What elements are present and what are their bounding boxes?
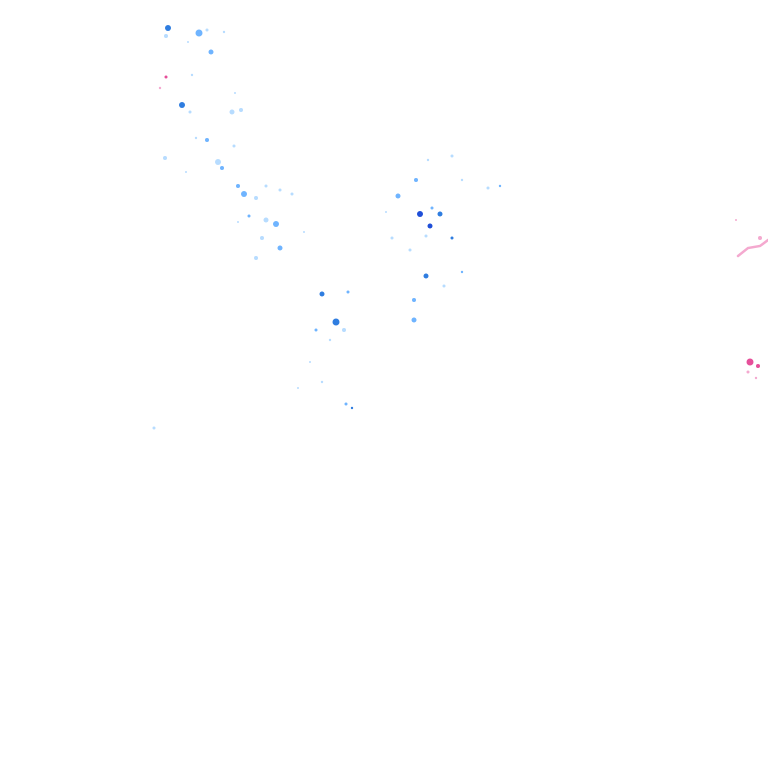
precip-cell [165,25,171,31]
precip-cell [486,186,490,190]
precip-cell [303,231,305,233]
precip-cell [277,245,283,251]
precip-cell [185,171,187,173]
precip-cell [437,211,443,217]
precip-cell [164,75,168,79]
precip-cell [290,192,294,196]
precip-cell [215,159,221,165]
precip-cell [320,380,324,384]
precip-cell [273,221,279,227]
precip-cell [344,402,348,406]
precip-cell [342,328,346,332]
precip-cell [232,144,236,148]
precip-cell [423,273,429,279]
mixed-precip-east-edge [735,219,768,380]
precip-cell [746,358,754,366]
precip-cell [390,236,394,240]
precip-cell [158,86,162,90]
precip-cell [414,178,418,182]
precip-cell [194,136,198,140]
precip-cell [195,29,203,37]
precip-cell [332,318,340,326]
precip-cell [411,317,417,323]
precip-cell [328,338,332,342]
precip-cell [229,109,235,115]
precip-cell [263,217,269,223]
precip-cell [208,49,214,55]
precip-cell [163,156,167,160]
precip-cell [254,196,258,200]
precip-cell [205,138,209,142]
precip-cell [264,184,268,188]
precip-cell [346,290,350,294]
precip-cell [278,188,282,192]
precip-cell [427,223,433,229]
precip-cell [319,291,325,297]
precip-cell [450,154,454,158]
precip-cell [205,28,209,32]
precip-cell [424,234,428,238]
precip-cell [220,166,224,170]
precip-cell [297,387,299,389]
rain-cluster-central [152,290,354,430]
precip-cell [247,214,251,218]
precip-cell [426,158,430,162]
precip-cell [236,184,240,188]
precip-cell [241,191,247,197]
precip-cell [735,219,737,221]
precip-cell [754,376,758,380]
precip-cell [395,193,401,199]
precip-cell [222,30,226,34]
precip-cell [237,221,239,223]
precip-cell [152,426,156,430]
precip-cell [756,364,760,368]
precip-cell [314,328,318,332]
precip-cell [260,236,264,240]
precip-cell [450,236,454,240]
precip-cell [309,361,311,363]
precip-cell [758,236,762,240]
precip-cell [385,211,387,213]
precip-cell [442,284,446,288]
precip-cell [746,370,750,374]
precip-cell [234,92,236,94]
precip-cell [187,41,189,43]
precip-cell [188,110,192,114]
precip-cell [190,73,194,77]
precip-cell [498,184,502,188]
rain-cluster-east [385,154,502,323]
precip-cell [417,211,423,217]
precip-cell [164,34,168,38]
precip-cell [412,298,416,302]
precip-cell [179,102,185,108]
precip-cell [254,256,258,260]
precip-cell [430,206,434,210]
precip-streak [736,238,768,258]
precip-cell [460,270,464,274]
precip-cell [408,248,412,252]
rain-band-northwest [158,25,305,260]
precip-cell [350,406,354,410]
precip-cell [239,108,243,112]
precip-cell [460,178,464,182]
